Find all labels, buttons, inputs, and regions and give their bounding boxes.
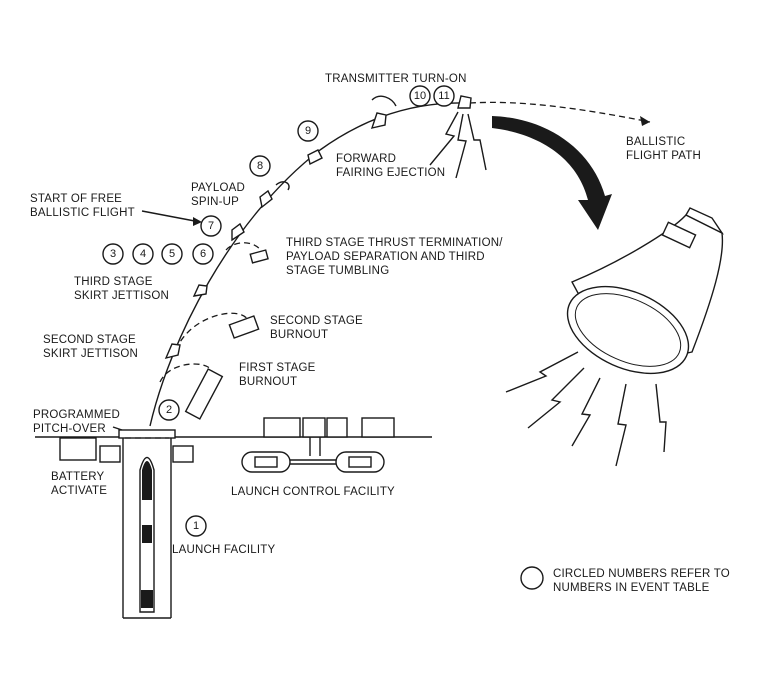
label-start-free-flight-line1: START OF FREE <box>30 193 122 205</box>
vehicle-stage-9 <box>307 149 323 166</box>
legend-circle <box>520 566 544 590</box>
label-ballistic-flight-path-line2: FLIGHT PATH <box>626 150 701 162</box>
legend-text-line2: NUMBERS IN EVENT TABLE <box>553 582 710 594</box>
label-battery-activate-line2: ACTIVATE <box>51 485 107 497</box>
label-second-stage-burnout-line2: BURNOUT <box>270 329 328 341</box>
label-ballistic-flight-path-line1: BALLISTIC <box>626 136 685 148</box>
silo-cap <box>118 429 176 439</box>
event-circle-2 <box>158 399 180 421</box>
event-circle-8 <box>249 155 271 177</box>
label-second-stage-skirt-line2: SKIRT JETTISON <box>43 348 138 360</box>
label-transmitter-turn-on: TRANSMITTER TURN-ON <box>325 73 467 85</box>
label-third-stage-thrust-line3: STAGE TUMBLING <box>286 265 389 277</box>
label-third-stage-thrust-line2: PAYLOAD SEPARATION AND THIRD <box>286 251 485 263</box>
zoom-curved-arrow <box>492 116 612 230</box>
reentry-signals <box>505 351 667 467</box>
first-stage-body <box>184 368 224 420</box>
event-number-2: 2 <box>166 404 172 416</box>
event-circle-4 <box>132 243 154 265</box>
label-third-stage-skirt-line1: THIRD STAGE <box>74 276 153 288</box>
event-circle-10 <box>409 85 431 107</box>
label-launch-control-facility: LAUNCH CONTROL FACILITY <box>231 486 395 498</box>
label-third-stage-skirt-line2: SKIRT JETTISON <box>74 290 169 302</box>
label-programmed-pitch-line1: PROGRAMMED <box>33 409 120 421</box>
event-number-3: 3 <box>110 248 116 260</box>
third-stage-body <box>249 249 269 264</box>
label-first-stage-burnout-line1: FIRST STAGE <box>239 362 316 374</box>
third-stage-skirt <box>192 284 208 297</box>
forward-fairing-body <box>370 112 387 129</box>
event-number-9: 9 <box>305 125 311 137</box>
label-forward-fairing-line1: FORWARD <box>336 153 396 165</box>
label-start-free-flight-line2: BALLISTIC FLIGHT <box>30 207 135 219</box>
legend-text-line1: CIRCLED NUMBERS REFER TO <box>553 568 730 580</box>
event-number-6: 6 <box>200 248 206 260</box>
label-second-stage-burnout-line1: SECOND STAGE <box>270 315 363 327</box>
flight-path-arrowhead <box>640 116 650 126</box>
event-circle-1 <box>185 515 207 537</box>
event-number-8: 8 <box>257 160 263 172</box>
launch-silo <box>59 429 194 619</box>
second-stage-body <box>228 315 260 339</box>
event-circle-3 <box>102 243 124 265</box>
label-launch-facility: LAUNCH FACILITY <box>172 544 275 556</box>
event-circle-6 <box>192 243 214 265</box>
reentry-vehicle-large <box>566 207 725 375</box>
launch-control-facility-structure <box>241 417 395 473</box>
label-payload-spinup-line2: SPIN-UP <box>191 196 239 208</box>
third-stage-dropoff <box>225 242 263 253</box>
spin-arrow-top <box>371 95 397 107</box>
event-number-5: 5 <box>169 248 175 260</box>
event-circle-11 <box>433 85 455 107</box>
label-third-stage-thrust-line1: THIRD STAGE THRUST TERMINATION/ <box>286 237 503 249</box>
label-payload-spinup-line1: PAYLOAD <box>191 182 245 194</box>
second-stage-skirt <box>164 343 181 360</box>
start-free-flight-arrowhead <box>193 217 202 226</box>
event-circle-5 <box>161 243 183 265</box>
start-free-flight-pointer <box>141 210 201 223</box>
event-circle-7 <box>200 215 222 237</box>
missile-in-silo <box>139 456 155 613</box>
pitch-over-pointer <box>112 426 123 431</box>
event-circle-9 <box>297 120 319 142</box>
payload-rv <box>457 95 472 109</box>
event-number-1: 1 <box>193 520 199 532</box>
second-stage-dropoff <box>175 312 249 351</box>
event-number-11: 11 <box>438 90 449 102</box>
label-second-stage-skirt-line1: SECOND STAGE <box>43 334 136 346</box>
event-number-10: 10 <box>414 90 426 102</box>
silo-block-small <box>99 445 121 463</box>
first-stage-dropoff <box>159 363 213 383</box>
vehicle-stage-6 <box>231 222 245 242</box>
event-number-4: 4 <box>140 248 146 260</box>
label-forward-fairing-line2: FAIRING EJECTION <box>336 167 445 179</box>
label-battery-activate-line1: BATTERY <box>51 471 105 483</box>
label-first-stage-burnout-line2: BURNOUT <box>239 376 297 388</box>
silo-block-left <box>59 437 97 461</box>
spin-up-arrow <box>275 181 290 191</box>
vehicle-stage-7 <box>259 189 273 209</box>
label-programmed-pitch-line2: PITCH-OVER <box>33 423 106 435</box>
event-number-7: 7 <box>208 220 214 232</box>
ballistic-flight-path-dashed <box>469 101 651 123</box>
silo-block-right <box>172 445 194 463</box>
transmitter-signals <box>429 111 487 179</box>
